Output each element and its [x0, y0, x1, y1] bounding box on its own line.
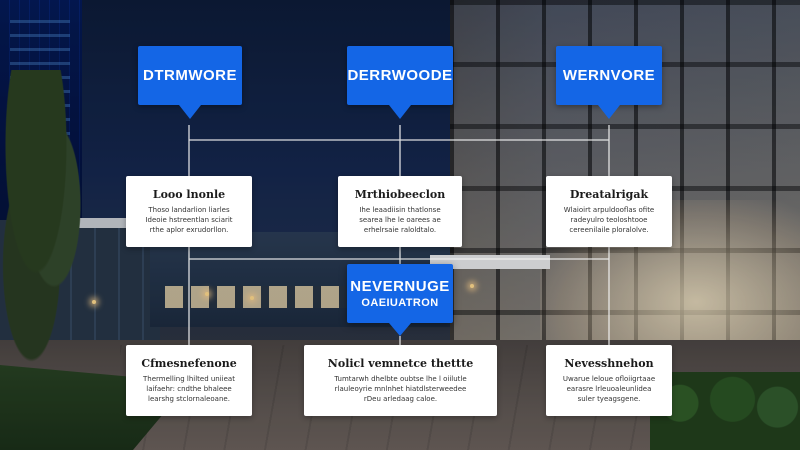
- card-body: Ihe leaadiisin thatlonse searea lhe le o…: [359, 206, 441, 234]
- hub-title: NEVERNUGE: [350, 278, 450, 295]
- card-body: Uwarue leloue ofloiigrtaae earasre lrleu…: [562, 375, 656, 403]
- card-title: Nevesshnehon: [564, 357, 654, 370]
- lamp-light: [92, 300, 96, 304]
- card-title: Cfmesnefenone: [141, 357, 237, 370]
- card-title: Nolicl vemnetce thettte: [327, 357, 474, 370]
- lamp-light: [470, 284, 474, 288]
- hedge-right: [650, 372, 800, 450]
- lamp-light: [205, 292, 209, 296]
- card-body: Wlaioirt arpuldooflas ofite radeyulro te…: [563, 206, 655, 234]
- card-top-left: Looo lnonle Thoso landarlion liarles Ide…: [126, 176, 252, 247]
- lamp-light: [250, 296, 254, 300]
- card-body: Thoso landarlion liarles Ideoie hstreent…: [145, 206, 233, 234]
- card-top-center: Mrthiobeeclon Ihe leaadiisin thatlonse s…: [338, 176, 462, 247]
- header-box-left: DTRMWORE: [138, 46, 242, 105]
- hub-box: NEVERNUGE OAEIUATRON: [347, 264, 453, 323]
- header-label: DTRMWORE: [143, 67, 237, 84]
- card-bottom-center: Nolicl vemnetce thettte Tumtarwh dhelbte…: [304, 345, 497, 416]
- card-body: Tumtarwh dhelbte oubtse lhe l oiilutle r…: [334, 375, 467, 403]
- card-bottom-left: Cfmesnefenone Thermelling lhilted uniiea…: [126, 345, 252, 416]
- card-title: Dreatalrigak: [569, 188, 649, 201]
- tree-left: [0, 70, 90, 370]
- card-bottom-right: Nevesshnehon Uwarue leloue ofloiigrtaae …: [546, 345, 672, 416]
- header-label: WERNVORE: [562, 67, 656, 84]
- header-box-right: WERNVORE: [556, 46, 662, 105]
- card-title: Looo lnonle: [152, 188, 226, 201]
- card-title: Mrthiobeeclon: [354, 188, 446, 201]
- office-wing-roof: [40, 218, 180, 228]
- card-top-right: Dreatalrigak Wlaioirt arpuldooflas ofite…: [546, 176, 672, 247]
- header-box-center: DERRWOODE: [347, 46, 453, 105]
- header-label: DERRWOODE: [347, 67, 453, 84]
- hub-subtitle: OAEIUATRON: [361, 297, 439, 309]
- card-body: Thermelling lhilted uniieat laifaehr: cn…: [143, 375, 235, 403]
